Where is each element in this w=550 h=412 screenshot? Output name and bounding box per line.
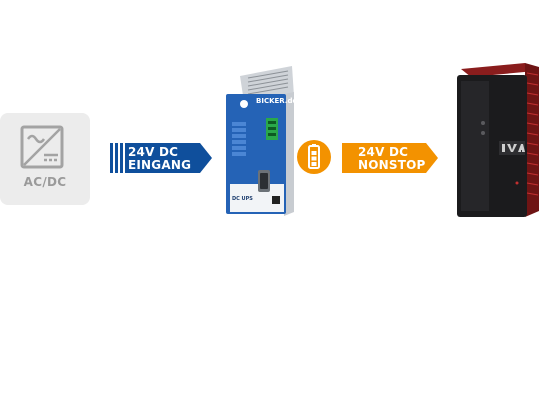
- ac-dc-label: AC/DC: [0, 175, 90, 189]
- output-caption-text: NONSTOP: [358, 159, 426, 172]
- input-caption-text: EINGANG: [128, 159, 191, 172]
- ac-dc-converter-block: AC/DC: [0, 113, 90, 205]
- output-arrow-label: 24V DC NONSTOP: [358, 146, 426, 172]
- input-arrow-label: 24V DC EINGANG: [128, 146, 191, 172]
- ups-model-label: DC UPS: [232, 196, 253, 202]
- ac-dc-converter-icon: [20, 125, 64, 169]
- battery-icon: [297, 140, 331, 174]
- ups-brand-label: BICKER.de: [256, 97, 297, 105]
- industrial-pc-icon: [455, 61, 539, 219]
